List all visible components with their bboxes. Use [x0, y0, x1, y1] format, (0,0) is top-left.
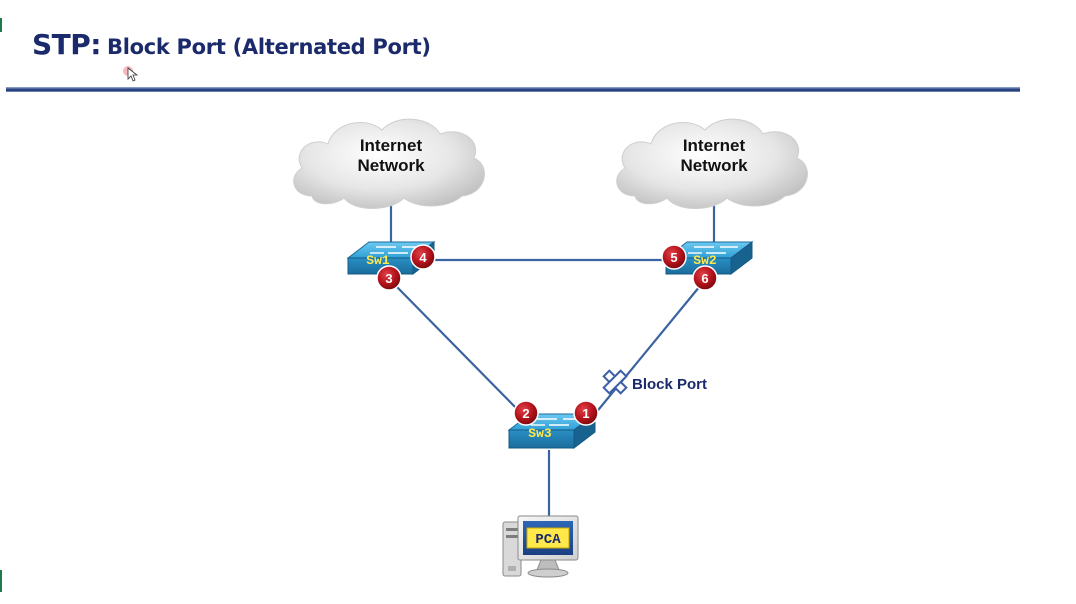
port-number: 2 — [522, 406, 529, 421]
port-badge-2: 2 — [513, 400, 539, 426]
switch-sw2: Sw2 — [664, 240, 754, 276]
cloud-icon — [616, 118, 808, 209]
port-badge-1: 1 — [573, 400, 599, 426]
blocked-x-icon — [602, 369, 628, 395]
internet-cloud-left: Internet Network — [293, 118, 485, 209]
port-badge-6: 6 — [692, 265, 718, 291]
slide-title: STP:Block Port (Alternated Port) — [32, 28, 431, 61]
port-number: 6 — [701, 271, 708, 286]
block-port-marker: Block Port — [602, 369, 707, 395]
port-badge-3: 3 — [376, 265, 402, 291]
cloud-icon — [293, 118, 485, 209]
port-number: 1 — [582, 406, 589, 421]
left-edge-marker — [0, 570, 2, 592]
cloud-label-line1: Internet — [683, 136, 746, 155]
port-badge-4: 4 — [410, 244, 436, 270]
computer-icon — [502, 515, 579, 578]
port-number: 3 — [385, 271, 392, 286]
mouse-cursor-icon — [123, 66, 139, 82]
switch-label: Sw3 — [528, 426, 552, 441]
left-edge-marker — [0, 18, 2, 32]
link-sw1-sw3 — [395, 285, 519, 411]
block-port-label: Block Port — [632, 376, 707, 393]
internet-cloud-right: Internet Network — [616, 118, 808, 209]
cloud-label-line1: Internet — [360, 136, 423, 155]
cloud-label-line2: Network — [680, 156, 748, 175]
switch-label: Sw1 — [366, 253, 390, 268]
port-badge-5: 5 — [661, 244, 687, 270]
cloud-label-line2: Network — [357, 156, 425, 175]
pc-label: PCA — [535, 532, 561, 548]
switch-arrows-icon — [688, 246, 738, 254]
link-sw2-sw3 — [589, 285, 701, 421]
switch-label: Sw2 — [693, 253, 717, 268]
port-number: 4 — [419, 250, 427, 265]
port-number: 5 — [670, 250, 677, 265]
title-subtitle: Block Port (Alternated Port) — [106, 35, 431, 59]
pc-pca: PCA — [502, 515, 579, 578]
title-main: STP: — [32, 28, 101, 61]
links — [389, 205, 716, 517]
title-divider — [6, 87, 1020, 92]
